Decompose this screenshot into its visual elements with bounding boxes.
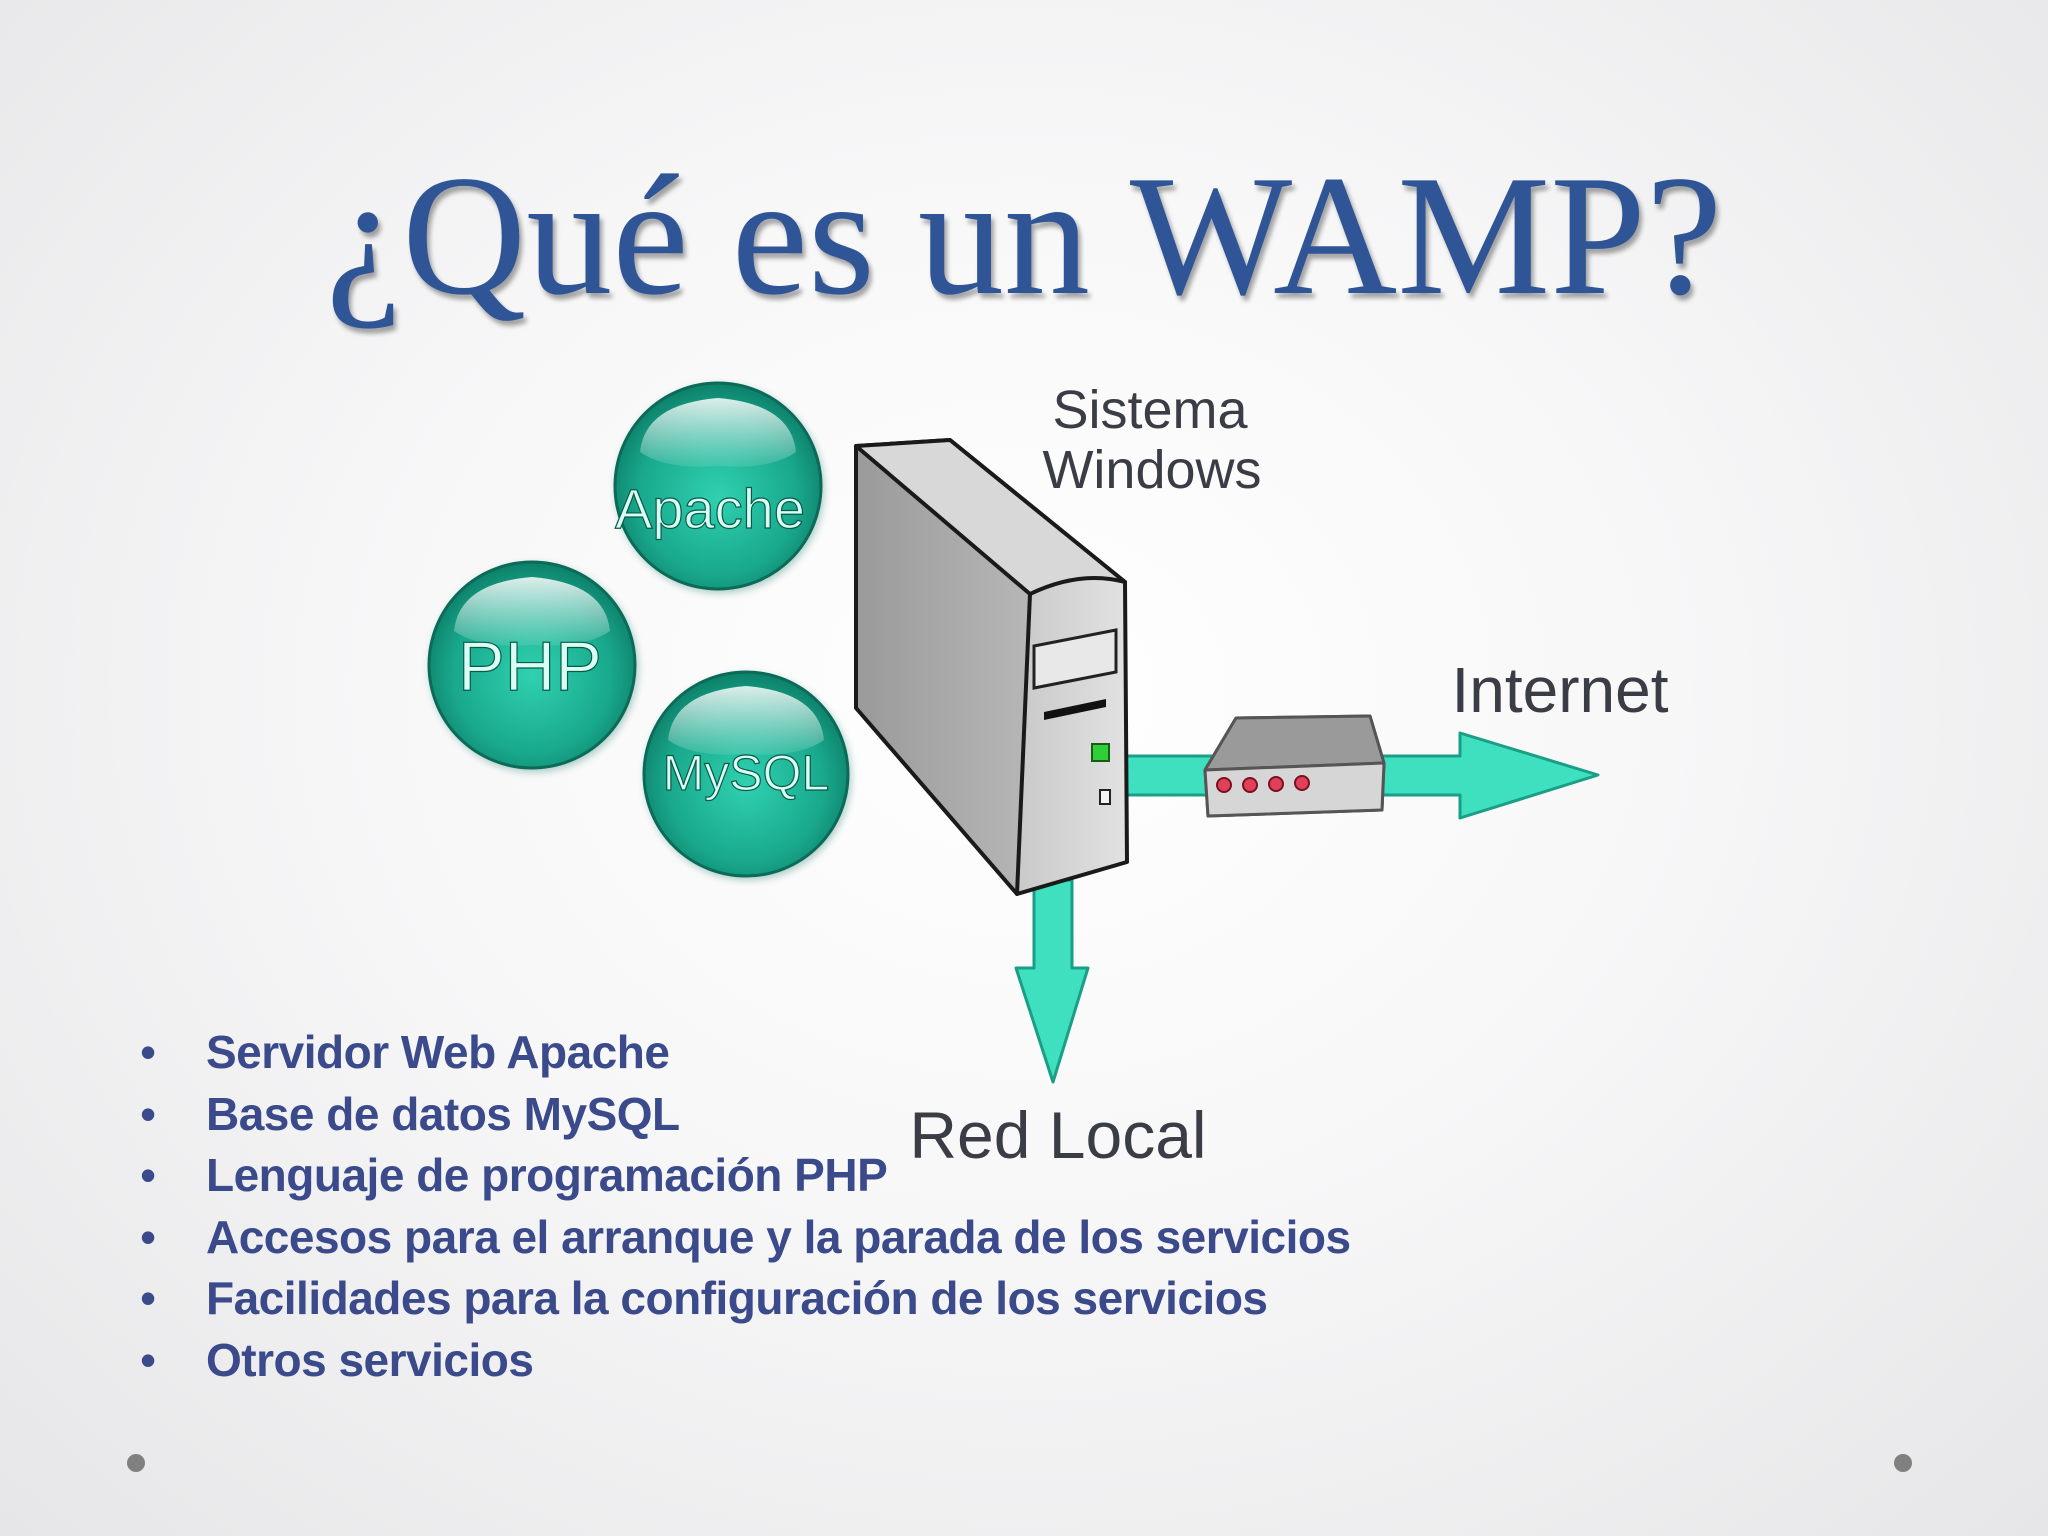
bullet-dot-icon: • xyxy=(140,1087,156,1140)
bullet-dot-icon: • xyxy=(140,1026,156,1078)
corner-dot-left-icon xyxy=(127,1454,145,1472)
bullet-dot-icon: • xyxy=(140,1210,156,1263)
bubble-label-php: PHP xyxy=(458,627,602,705)
bubble-label-apache: Apache xyxy=(615,477,805,540)
list-item-text: Accesos para el arranque y la parada de … xyxy=(206,1210,1351,1263)
server-label-line1: Sistema xyxy=(1052,380,1248,440)
list-item-text: Base de datos MySQL xyxy=(206,1087,680,1140)
list-item: • Accesos para el arranque y la parada de… xyxy=(140,1207,1351,1269)
bullet-dot-icon: • xyxy=(140,1149,156,1201)
list-item-text: Lenguaje de programación PHP xyxy=(206,1149,888,1201)
server-tower xyxy=(854,438,1129,896)
list-item-text: Servidor Web Apache xyxy=(206,1026,670,1078)
local-network-label: Red Local xyxy=(909,1098,1206,1172)
bubble-apache: Apache xyxy=(613,381,824,593)
list-item: • Lenguaje de programación PHP xyxy=(140,1145,1351,1207)
bubble-label-mysql: MySQL xyxy=(663,745,830,801)
list-item-text: Otros servicios xyxy=(206,1333,534,1386)
list-item: • Facilidades para la configuración de lo… xyxy=(140,1268,1351,1330)
server-label-line2: Windows xyxy=(1042,440,1261,500)
corner-dot-right-icon xyxy=(1894,1454,1912,1472)
router-device xyxy=(1203,714,1386,818)
slide-title: ¿Qué es un WAMP? xyxy=(325,141,1723,331)
list-item: • Servidor Web Apache xyxy=(140,1022,1351,1084)
bubble-php: PHP xyxy=(427,560,638,772)
local-network-arrow xyxy=(1014,878,1090,1084)
list-item: • Otros servicios xyxy=(140,1330,1351,1392)
list-item: • Base de datos MySQL xyxy=(140,1084,1351,1146)
feature-list: • Servidor Web Apache • Base de datos MySQ… xyxy=(140,1022,1351,1391)
bubble-mysql: MySQL xyxy=(642,670,851,880)
list-item-text: Facilidades para la configuración de los… xyxy=(206,1272,1268,1324)
internet-label: Internet xyxy=(1451,654,1668,726)
bullet-dot-icon: • xyxy=(140,1272,156,1324)
bullet-dot-icon: • xyxy=(140,1333,156,1386)
